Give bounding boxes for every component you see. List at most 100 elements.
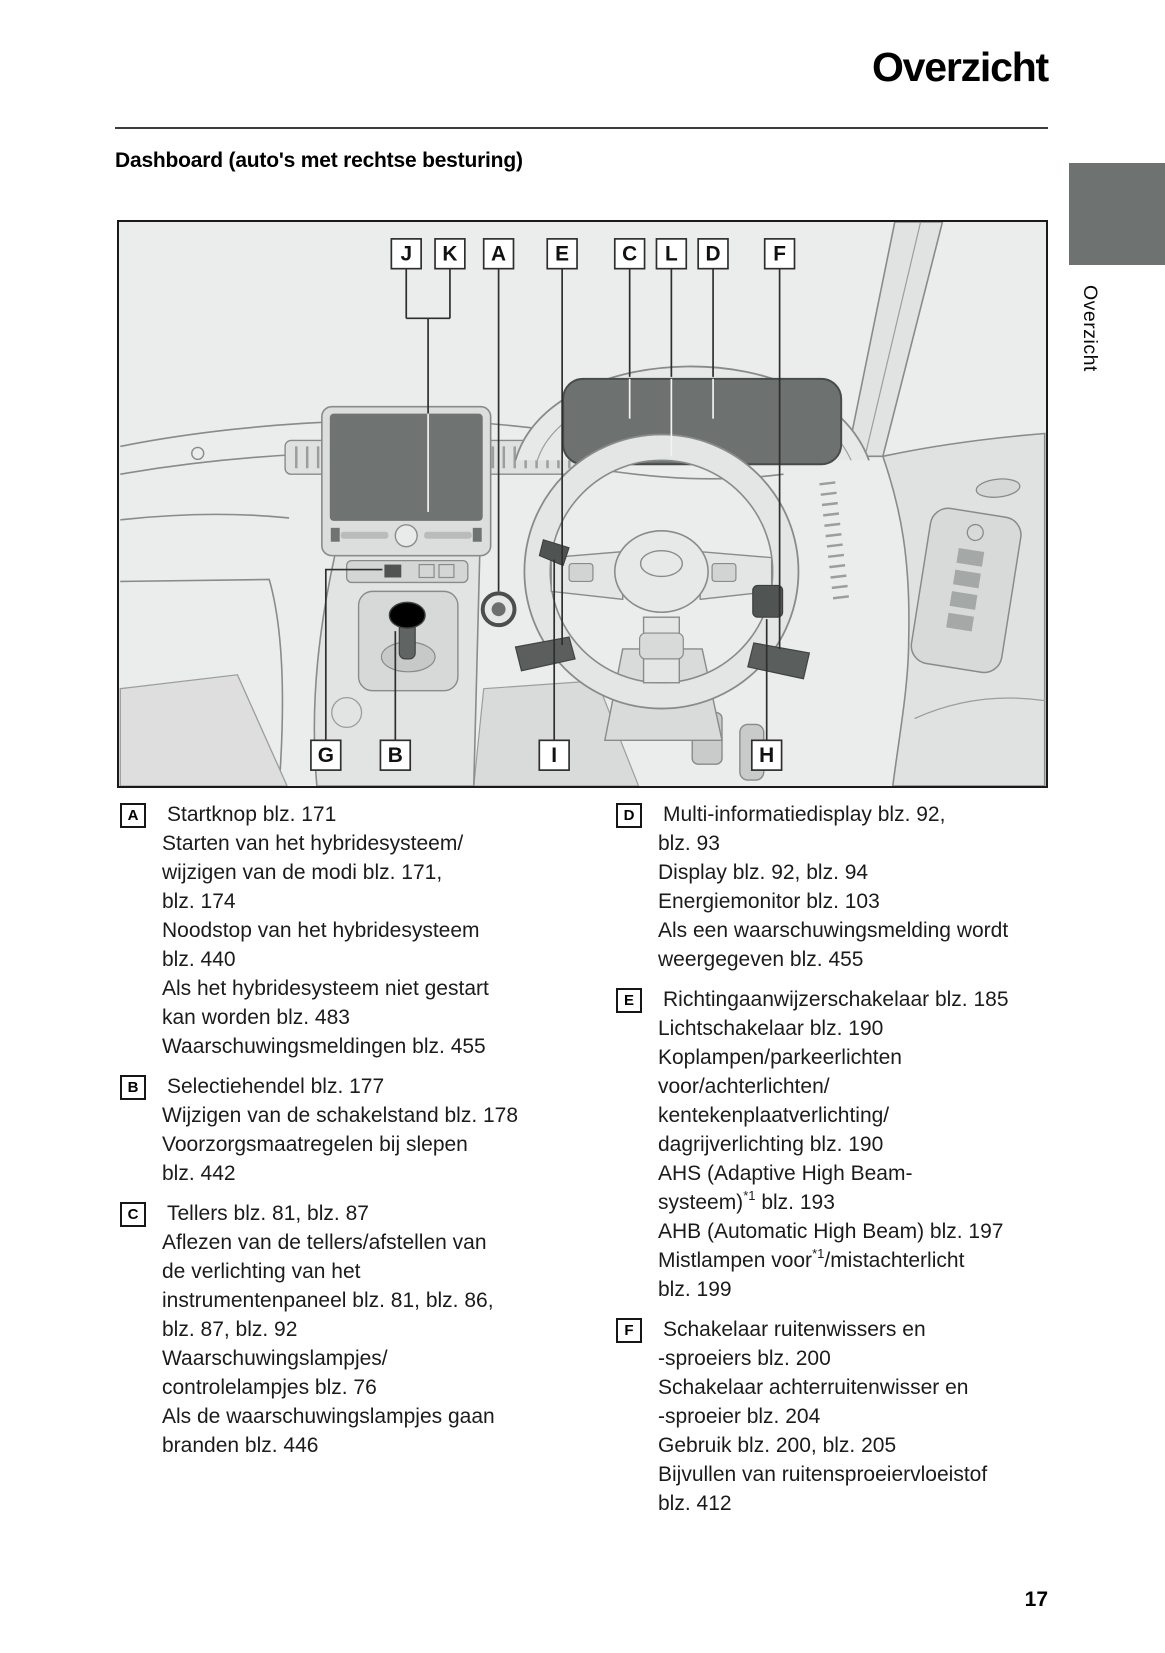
legend-line: blz. 442 xyxy=(162,1162,236,1185)
legend-line: controlelampjes blz. 76 xyxy=(162,1376,377,1399)
lower-switch-panel xyxy=(752,584,784,618)
diagram-label-A: A xyxy=(491,243,506,266)
turn-signal-stalk xyxy=(514,636,576,672)
section-heading: Dashboard (auto's met rechtse besturing) xyxy=(115,149,523,172)
legend-line: Gebruik blz. 200, blz. 205 xyxy=(658,1434,897,1457)
legend-line: wijzigen van de modi blz. 171, xyxy=(162,861,443,884)
legend-line: Waarschuwingsmeldingen blz. 455 xyxy=(162,1035,486,1058)
legend-line: -sproeier blz. 204 xyxy=(658,1405,821,1428)
legend-line: de verlichting van het xyxy=(162,1260,361,1283)
legend-line: Bijvullen van ruitensproeiervloeistof xyxy=(658,1463,988,1486)
window-switch xyxy=(956,547,985,567)
legend-badge-C: C xyxy=(120,1202,146,1227)
legend-badge-B: B xyxy=(120,1075,146,1100)
legend-line: weergegeven blz. 455 xyxy=(658,948,864,971)
legend-line: -sproeiers blz. 200 xyxy=(658,1347,831,1370)
screen-slider xyxy=(424,531,472,539)
legend-line: Waarschuwingslampjes/ xyxy=(162,1347,388,1370)
seat-edge xyxy=(119,674,288,786)
legend-line: Energiemonitor blz. 103 xyxy=(658,890,880,913)
legend-line: Als een waarschuwingsmelding wordt xyxy=(658,919,1009,942)
diagram-top-labels: J K A E C L D F xyxy=(390,238,796,270)
chapter-tab-label: Overzicht xyxy=(1079,285,1101,372)
legend-line: Als het hybridesysteem niet gestart xyxy=(162,977,489,1000)
legend-badge-D: D xyxy=(616,803,642,828)
wheel-switch-right xyxy=(711,562,737,583)
console-button xyxy=(438,563,455,579)
legend-line: dagrijverlichting blz. 190 xyxy=(658,1133,884,1156)
dashboard-diagram: J K A E C L D F G B I H xyxy=(117,220,1048,788)
console-button xyxy=(384,564,402,578)
legend-line: AHS (Adaptive High Beam- xyxy=(658,1162,913,1185)
legend-line: Schakelaar achterruitenwisser en xyxy=(658,1376,969,1399)
console-button xyxy=(418,563,435,579)
start-button-center xyxy=(491,602,506,617)
diagram-label-H: H xyxy=(759,744,774,767)
door-lock-knob xyxy=(966,523,984,542)
legend-line: AHB (Automatic High Beam) blz. 197 xyxy=(658,1220,1004,1243)
diagram-label-D: D xyxy=(706,243,721,266)
legend-line: branden blz. 446 xyxy=(162,1434,319,1457)
page-number: 17 xyxy=(1024,1588,1048,1611)
legend-line: Selectiehendel blz. 177 xyxy=(167,1075,385,1098)
legend-line: blz. 93 xyxy=(658,832,720,855)
legend-line: Mistlampen voor*1/mistachterlicht xyxy=(658,1246,965,1272)
dashboard-illustration: J K A E C L D F G B I H xyxy=(119,222,1046,786)
header-rule xyxy=(115,127,1048,129)
legend-line: voor/achterlichten/ xyxy=(658,1075,830,1098)
diagram-label-C: C xyxy=(622,243,637,266)
diagram-label-K: K xyxy=(442,243,457,266)
wheel-hub xyxy=(613,530,709,614)
dash-sensor xyxy=(191,446,205,461)
legend-line: Koplampen/parkeerlichten xyxy=(658,1046,902,1069)
legend-line: instrumentenpaneel blz. 81, blz. 86, xyxy=(162,1289,494,1312)
legend-line: Richtingaanwijzerschakelaar blz. 185 xyxy=(663,988,1009,1011)
window-switch xyxy=(946,612,975,632)
legend-line: blz. 412 xyxy=(658,1492,732,1515)
legend-line: kentekenplaatverlichting/ xyxy=(658,1104,890,1127)
legend-line: kan worden blz. 483 xyxy=(162,1006,350,1029)
footwell xyxy=(473,680,640,786)
leader-lines xyxy=(324,268,781,741)
window-switch-panel xyxy=(910,507,1022,674)
page-title: Overzicht xyxy=(871,44,1049,90)
legend-section-F: F Schakelaar ruitenwissers en -sproeiers b… xyxy=(616,1315,1048,1518)
legend-line: blz. 87, blz. 92 xyxy=(162,1318,298,1341)
legend-line: Startknop blz. 171 xyxy=(167,803,337,826)
diagram-bottom-labels: G B I H xyxy=(310,739,783,771)
wheel-switch-left xyxy=(568,562,594,583)
legend-badge-F: F xyxy=(616,1318,642,1343)
diagram-label-L: L xyxy=(665,243,678,266)
diagram-label-I: I xyxy=(551,744,557,767)
legend-badge-A: A xyxy=(120,803,146,828)
cup-holder xyxy=(331,696,363,729)
screen-key xyxy=(330,527,340,542)
column-lower-trim xyxy=(638,632,684,660)
legend-line: blz. 199 xyxy=(658,1278,732,1301)
screen-key xyxy=(472,527,482,542)
gear-shifter-knob xyxy=(388,601,426,629)
screen-slider xyxy=(340,531,389,539)
wiper-stalk xyxy=(747,642,811,680)
legend-line: Starten van het hybridesysteem/ xyxy=(162,832,464,855)
legend-line: Voorzorgsmaatregelen bij slepen xyxy=(162,1133,468,1156)
legend-badge-E: E xyxy=(616,988,642,1013)
legend-line: Als de waarschuwingslampjes gaan xyxy=(162,1405,495,1428)
wheel-emblem xyxy=(639,549,683,578)
legend-line: Noodstop van het hybridesysteem xyxy=(162,919,480,942)
touchscreen xyxy=(329,413,483,521)
door-pocket-line xyxy=(914,697,1045,720)
chapter-tab xyxy=(1069,163,1165,265)
legend-line: systeem)*1 blz. 193 xyxy=(658,1188,835,1214)
volume-knob xyxy=(394,524,418,548)
legend-line: Schakelaar ruitenwissers en xyxy=(663,1318,926,1341)
legend-line: blz. 440 xyxy=(162,948,236,971)
legend-line: Tellers blz. 81, blz. 87 xyxy=(167,1202,369,1225)
